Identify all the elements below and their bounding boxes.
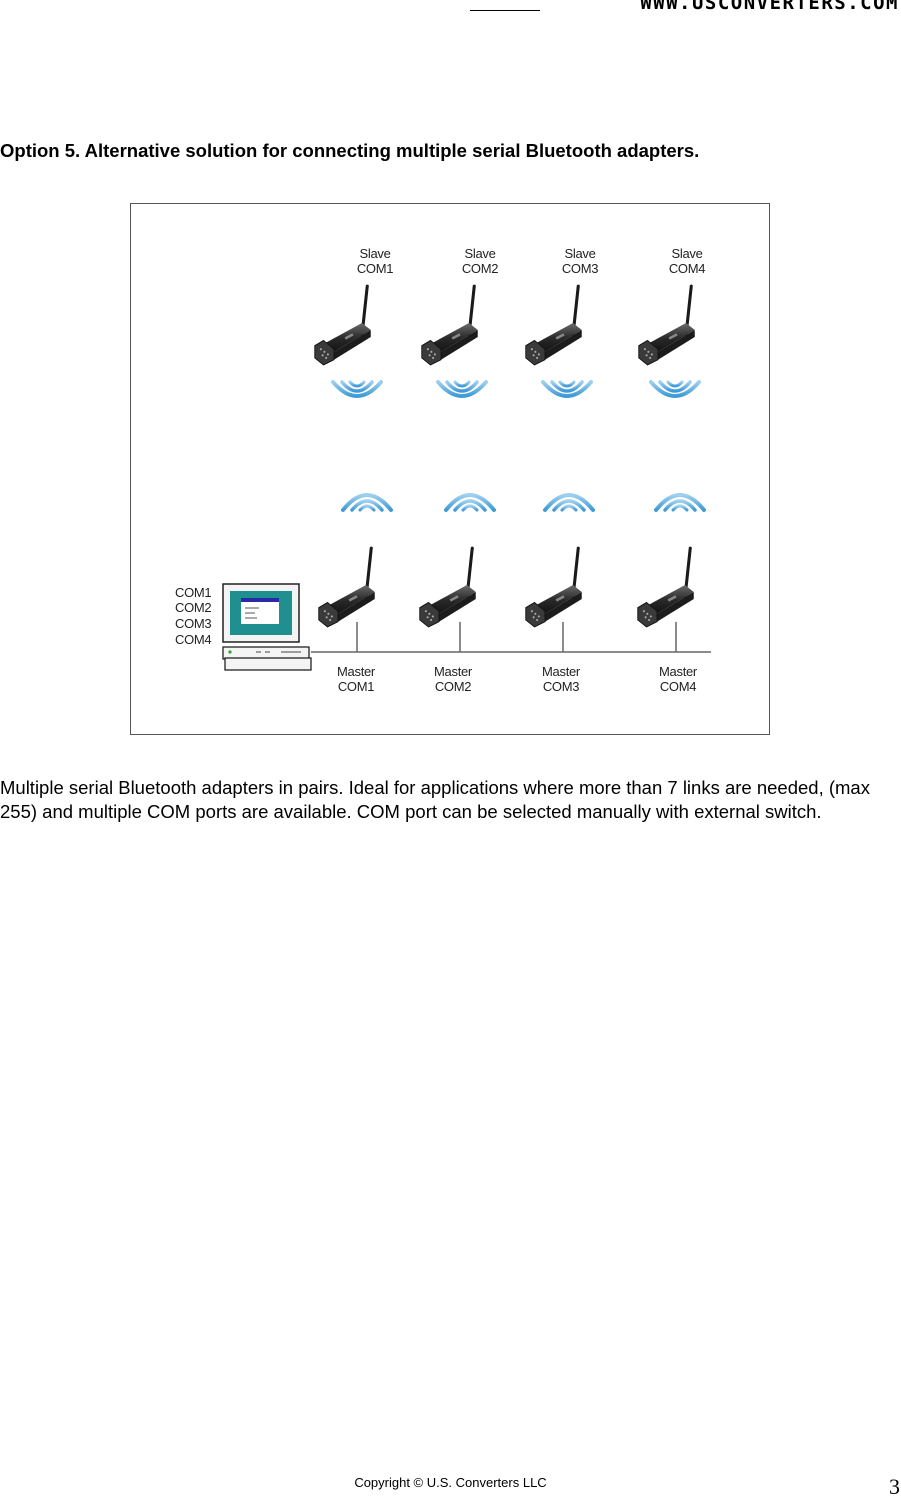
master-3-port: COM3 <box>543 679 579 694</box>
description-paragraph: Multiple serial Bluetooth adapters in pa… <box>0 777 870 822</box>
signal-wave-icon <box>444 493 496 512</box>
pc-port-4: COM4 <box>175 632 211 647</box>
signal-wave-icon <box>649 380 701 398</box>
header-rule <box>470 10 540 11</box>
slave-2-port: COM2 <box>462 261 498 276</box>
page-number: 3 <box>889 1474 900 1499</box>
slave-adapter-icon <box>524 284 584 367</box>
master-adapter-icon <box>524 546 584 629</box>
signal-wave-icon <box>654 493 706 512</box>
computer-icon <box>222 583 312 671</box>
pc-port-2: COM2 <box>175 600 211 615</box>
pc-port-3: COM3 <box>175 616 211 631</box>
master-1-port: COM1 <box>338 679 374 694</box>
slave-4-role: Slave <box>671 246 702 261</box>
master-3-role: Master <box>542 664 581 679</box>
master-adapter-icon <box>418 546 478 629</box>
master-adapter-icon <box>636 546 696 629</box>
signal-wave-icon <box>436 380 488 398</box>
slave-1-port: COM1 <box>357 261 393 276</box>
master-4-port: COM4 <box>660 679 696 694</box>
slave-adapter-icon <box>313 284 373 367</box>
signal-wave-icon <box>341 493 393 512</box>
slave-3-port: COM3 <box>562 261 598 276</box>
master-adapter-icon <box>317 546 377 629</box>
master-2-role: Master <box>434 664 473 679</box>
master-2-port: COM2 <box>435 679 471 694</box>
signal-wave-icon <box>541 380 593 398</box>
master-4-role: Master <box>659 664 698 679</box>
slave-2-role: Slave <box>464 246 495 261</box>
header-url[interactable]: www.usconverters.com <box>640 0 899 14</box>
slave-3-role: Slave <box>564 246 595 261</box>
slave-adapter-icon <box>420 284 480 367</box>
signal-wave-icon <box>543 493 595 512</box>
section-heading: Option 5. Alternative solution for conne… <box>0 140 700 161</box>
pc-port-1: COM1 <box>175 585 211 600</box>
slave-1-role: Slave <box>359 246 390 261</box>
signal-wave-icon <box>331 380 383 398</box>
master-1-role: Master <box>337 664 376 679</box>
slave-adapter-icon <box>637 284 697 367</box>
slave-4-port: COM4 <box>669 261 705 276</box>
connection-diagram: Slave COM1 Slave COM2 Slave COM3 Slave C… <box>130 203 770 735</box>
copyright: Copyright © U.S. Converters LLC <box>354 1475 547 1490</box>
